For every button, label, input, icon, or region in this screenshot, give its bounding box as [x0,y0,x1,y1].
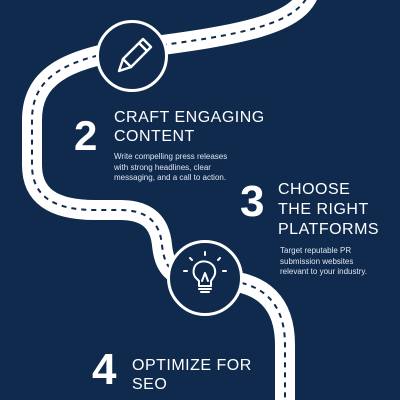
step-2-desc-line: Write compelling press releases [114,152,228,161]
step-3-desc-line: relevant to your industry. [280,267,368,276]
step-2-description: Write compelling press releases with str… [114,152,227,184]
step-3-title: CHOOSE THE RIGHT PLATFORMS [278,180,379,240]
step-2-title: CRAFT ENGAGING CONTENT [114,108,265,146]
step-3-title-line: PLATFORMS [278,221,380,238]
step-4-title: OPTIMIZE FOR SEO [132,356,252,394]
step-2-desc-line: messaging, and a call to action. [114,173,227,182]
road-surface [22,0,317,400]
step-3-description: Target reputable PR submission websites … [280,246,367,278]
step-2-desc-line: with strong headlines, clear [114,162,211,172]
lightbulb-icon [183,251,227,293]
step-3-title-line: THE RIGHT [278,201,369,218]
lightbulb-icon-badge [167,240,243,316]
pen-icon-badge [96,20,168,92]
step-3-title-line: CHOOSE [278,181,351,198]
step-3-desc-line: Target reputable PR [280,246,352,255]
pen-icon [117,37,153,73]
step-4-title-line: SEO [132,376,168,393]
step-2-title-line: CRAFT ENGAGING [114,109,265,126]
step-3-number: 3 [240,177,265,226]
step-2-number: 2 [74,112,98,159]
step-3-desc-line: submission websites [280,256,354,266]
step-4-title-line: OPTIMIZE FOR [132,357,252,374]
step-4-number: 4 [92,345,117,394]
step-2-title-line: CONTENT [114,128,195,145]
